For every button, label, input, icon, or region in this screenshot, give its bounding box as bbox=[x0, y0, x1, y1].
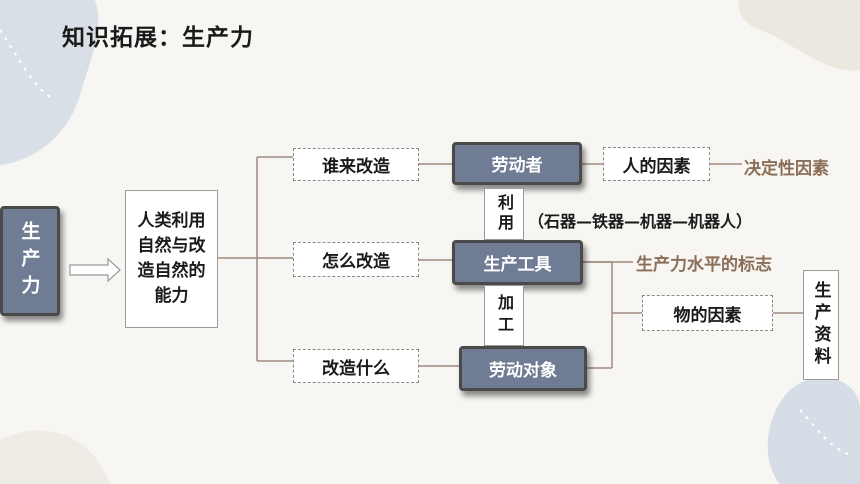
ability-text: 人类利用自然与改造自然的能力 bbox=[137, 211, 206, 306]
decorative-blob-top-left bbox=[0, 0, 99, 165]
who-box: 谁来改造 bbox=[293, 148, 419, 181]
object-box: 劳动对象 bbox=[459, 346, 587, 391]
decorative-blob-bottom-right bbox=[767, 377, 860, 484]
page-title: 知识拓展：生产力 bbox=[62, 25, 254, 51]
human-factor-box: 人的因素 bbox=[603, 147, 710, 181]
decorative-blob-bottom-left bbox=[0, 430, 110, 484]
decorative-blob-top-right bbox=[738, 0, 860, 71]
productivity-box: 生产力 bbox=[0, 206, 60, 316]
laborer-box: 劳动者 bbox=[452, 142, 582, 185]
use-label: 利用 bbox=[484, 188, 524, 240]
how-box: 怎么改造 bbox=[293, 242, 419, 277]
decisive-factor-label: 决定性因素 bbox=[744, 159, 829, 179]
tools-box: 生产工具 bbox=[452, 240, 583, 285]
tool-sequence-text: （石器—铁器—机器—机器人） bbox=[528, 212, 753, 231]
material-factor-box: 物的因素 bbox=[642, 295, 773, 331]
means-of-production-box: 生产资料 bbox=[803, 270, 839, 380]
process-label: 加工 bbox=[484, 285, 524, 346]
what-box: 改造什么 bbox=[293, 349, 419, 383]
productivity-level-label: 生产力水平的标志 bbox=[636, 255, 772, 275]
ability-box: 人类利用自然与改造自然的能力 bbox=[125, 190, 218, 328]
